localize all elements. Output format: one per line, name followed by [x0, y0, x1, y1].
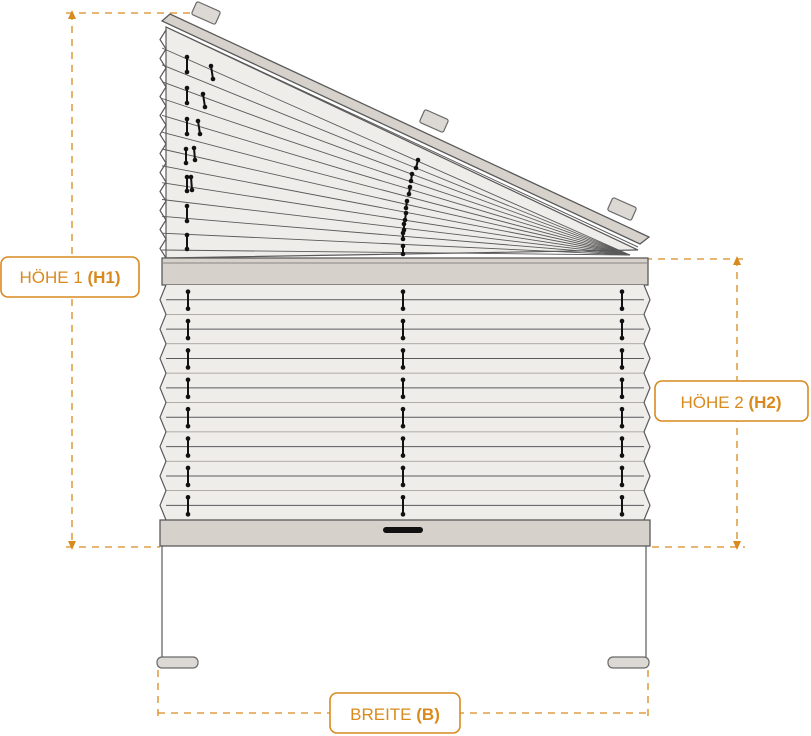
slanted-head-rail: [160, 13, 651, 245]
height2-label: HÖHE 2 (H2): [654, 380, 809, 422]
floor-brackets: [156, 656, 650, 669]
width-code: (B): [416, 705, 440, 724]
upper-slanted-pleats: [159, 26, 639, 259]
width-label: BREITE (B): [329, 692, 461, 734]
guide-cords: [161, 546, 647, 661]
svg-text:HÖHE 1 (H1): HÖHE 1 (H1): [19, 268, 120, 287]
bottom-rail-handle[interactable]: [383, 527, 423, 533]
mounting-clips: [191, 1, 637, 221]
head-rail-edge: [165, 26, 639, 248]
middle-rail: [161, 257, 649, 286]
width-text: BREITE: [350, 705, 411, 724]
height2-text: HÖHE 2: [680, 393, 743, 412]
svg-text:BREITE (B): BREITE (B): [350, 705, 440, 724]
height1-text: HÖHE 1: [19, 268, 82, 287]
dimension-arrowheads: [68, 10, 741, 550]
height1-label: HÖHE 1 (H1): [0, 256, 140, 298]
height2-code: (H2): [748, 393, 781, 412]
lower-pleats: [159, 284, 651, 521]
svg-text:HÖHE 2 (H2): HÖHE 2 (H2): [680, 393, 781, 412]
height1-code: (H1): [87, 268, 120, 287]
